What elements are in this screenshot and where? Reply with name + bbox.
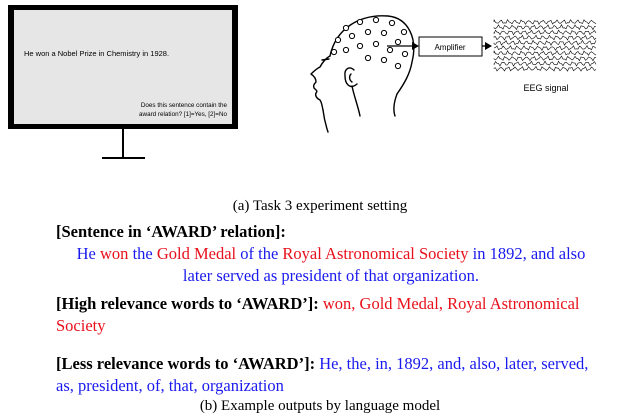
sentence-token: won xyxy=(100,244,133,263)
less-relevance-header: [Less relevance words to ‘AWARD’]: xyxy=(56,354,316,373)
head-with-eeg-cap-icon xyxy=(310,15,415,133)
high-relevance-block: [High relevance words to ‘AWARD’]: won, … xyxy=(56,293,596,337)
sentence-header: [Sentence in ‘AWARD’ relation]: xyxy=(56,222,286,241)
screen-sentence: He won a Nobel Prize in Chemistry in 192… xyxy=(24,49,169,58)
eeg-trace-line xyxy=(493,65,597,72)
sentence-token: of the xyxy=(240,244,283,263)
eeg-trace-line xyxy=(493,60,597,67)
eeg-trace-line xyxy=(493,29,597,36)
arrow-head-to-amplifier xyxy=(387,42,419,50)
eeg-trace-line xyxy=(493,24,597,31)
monitor-icon xyxy=(8,5,238,159)
eeg-trace-line xyxy=(493,50,597,57)
sentence-text: He won the Gold Medal of the Royal Astro… xyxy=(56,243,596,287)
sentence-token: the xyxy=(132,244,157,263)
caption-b: (b) Example outputs by language model xyxy=(199,398,441,414)
eeg-trace-line xyxy=(493,44,597,52)
screen-question-line1: Does this sentence contain the xyxy=(141,102,228,109)
experiment-setup-figure: He won a Nobel Prize in Chemistry in 192… xyxy=(8,5,597,159)
sentence-block: [Sentence in ‘AWARD’ relation]: He won t… xyxy=(56,221,596,287)
sentence-token: Royal Astronomical Society xyxy=(282,244,473,263)
eeg-trace-line xyxy=(493,18,597,26)
eeg-label: EEG signal xyxy=(523,83,568,93)
less-relevance-block: [Less relevance words to ‘AWARD’]: He, t… xyxy=(56,353,596,397)
eeg-trace-line xyxy=(493,34,597,41)
sentence-token: Gold Medal xyxy=(156,244,241,263)
eeg-trace-line xyxy=(493,55,597,62)
arrow-amplifier-to-eeg xyxy=(482,42,492,50)
eeg-trace-icon xyxy=(493,18,597,72)
high-relevance-header: [High relevance words to ‘AWARD’]: xyxy=(56,294,319,313)
sentence-token: in 1892, and also later served as presid… xyxy=(182,244,586,285)
sentence-token: He xyxy=(76,244,101,263)
screen-question-line2: award relation? [1]=Yes, [2]=No xyxy=(139,111,227,118)
eeg-electrodes xyxy=(330,16,409,70)
high-relevance-words: won, Gold Medal, Royal Astronomical Soci… xyxy=(56,294,580,335)
caption-a: (a) Task 3 experiment setting xyxy=(232,198,408,214)
less-relevance-words: He, the, in, 1892, and, also, later, ser… xyxy=(56,354,589,395)
amplifier-label: Amplifier xyxy=(434,43,465,52)
eeg-trace-line xyxy=(493,39,597,46)
